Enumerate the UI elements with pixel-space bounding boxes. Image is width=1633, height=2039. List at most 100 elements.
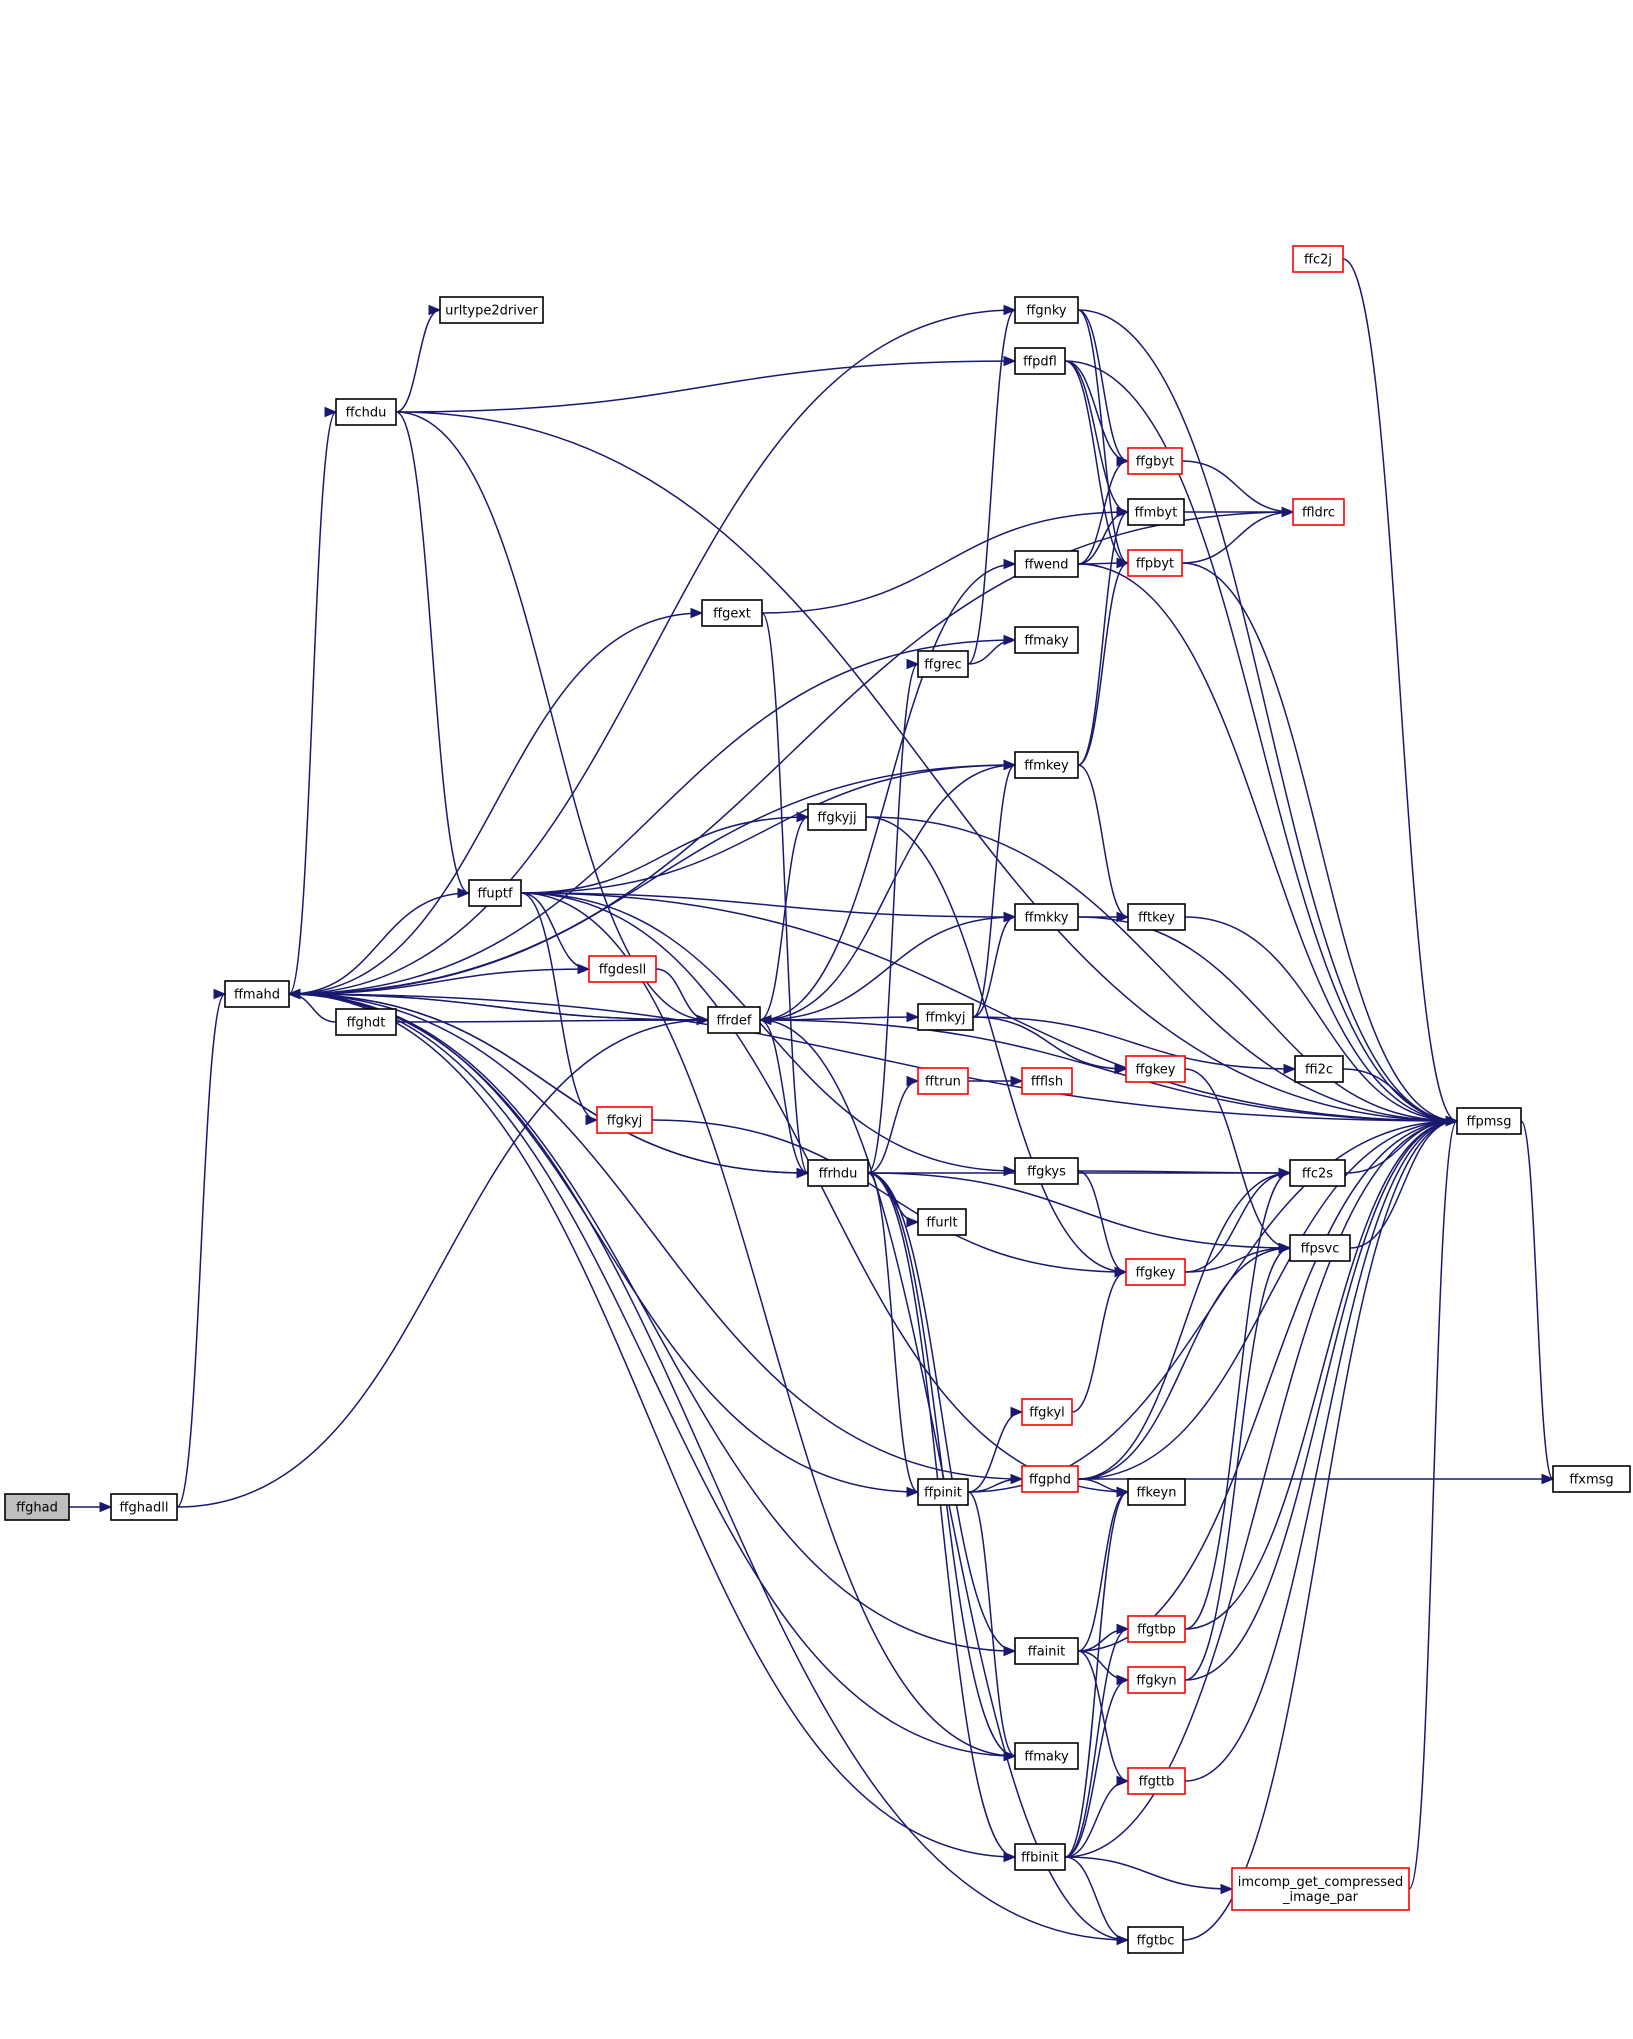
node-ffgtbp[interactable]: ffgtbp (1127, 1615, 1186, 1643)
node-box (1021, 1398, 1073, 1426)
node-label: ffgrec (924, 658, 961, 673)
arrowhead-icon (1003, 759, 1017, 771)
node-ffuptf[interactable]: ffuptf (468, 879, 522, 907)
node-label: ffmkey (1024, 759, 1069, 774)
node-ffpdfl[interactable]: ffpdfl (1014, 347, 1066, 375)
node-ffmaky_b[interactable]: ffmaky (1014, 1742, 1079, 1770)
node-ffgttb[interactable]: ffgttb (1127, 1767, 1186, 1795)
node-ffgkyj[interactable]: ffgkyj (596, 1106, 653, 1134)
edge-ffgphd-to-ffc2s (1077, 1167, 1292, 1480)
edge-ffgtbp-to-ffc2s (1184, 1167, 1292, 1630)
node-ffgnky[interactable]: ffgnky (1014, 296, 1079, 324)
arrowhead-icon (1541, 1473, 1555, 1485)
node-box (335, 1008, 397, 1036)
node-ffgtbc[interactable]: ffgtbc (1127, 1926, 1184, 1954)
node-ffgext[interactable]: ffgext (701, 599, 763, 627)
node-label: ffchdu (346, 406, 387, 421)
node-label: ffmaky (1024, 634, 1069, 649)
arrowhead-icon (1278, 1242, 1292, 1254)
arrowhead-icon (1003, 558, 1017, 570)
edge-ffmkyj-to-ffmkey (972, 759, 1017, 1018)
node-ffmbyt[interactable]: ffmbyt (1127, 498, 1185, 526)
node-ffi2c[interactable]: ffi2c (1294, 1055, 1344, 1083)
node-ffwend[interactable]: ffwend (1014, 550, 1079, 578)
edge-ffchdu-to-ffpdfl (395, 355, 1017, 413)
node-box (335, 398, 397, 426)
edge-ffuptf-to-ffgkyj (520, 892, 599, 1126)
edge-ffgtbc-to-ffmahd (287, 988, 1129, 1941)
node-box (1127, 1666, 1186, 1694)
edge-ffpbyt-to-ffldrc (1181, 506, 1295, 564)
node-ffchdu[interactable]: ffchdu (335, 398, 397, 426)
node-ffainit[interactable]: ffainit (1014, 1637, 1079, 1665)
edge-ffgkyl-to-ffgkey_b (1071, 1266, 1128, 1413)
node-ffc2j[interactable]: ffc2j (1292, 245, 1344, 273)
node-box (1552, 1465, 1631, 1493)
node-ffmahd[interactable]: ffmahd (224, 980, 290, 1008)
node-ffpsvc[interactable]: ffpsvc (1289, 1234, 1351, 1262)
node-ffghdt[interactable]: ffghdt (335, 1008, 397, 1036)
node-ffpbyt[interactable]: ffpbyt (1127, 549, 1183, 577)
node-ffxmsg[interactable]: ffxmsg (1552, 1465, 1631, 1493)
node-ffgkyn[interactable]: ffgkyn (1127, 1666, 1186, 1694)
edge-ffuptf-to-ffmahd (287, 892, 470, 1000)
node-urltype2driver[interactable]: urltype2driver (439, 296, 544, 324)
node-box (1125, 1258, 1186, 1286)
node-ffghadll[interactable]: ffghadll (110, 1493, 178, 1521)
node-ffgkey_a[interactable]: ffgkey (1125, 1055, 1186, 1083)
arrowhead-icon (1116, 455, 1130, 467)
node-label: ffwend (1024, 558, 1068, 573)
node-ffldrc[interactable]: ffldrc (1292, 498, 1345, 526)
node-ffkeyn[interactable]: ffkeyn (1127, 1478, 1186, 1506)
edge-ffgphd-to-ffmahd (287, 988, 1023, 1480)
node-ffpinit[interactable]: ffpinit (917, 1478, 969, 1506)
edge-ffainit-to-ffpmsg (1077, 1115, 1459, 1652)
node-ffgdesll[interactable]: ffgdesll (588, 955, 657, 983)
node-ffflsh[interactable]: ffflsh (1021, 1067, 1073, 1095)
node-ffgkey_b[interactable]: ffgkey (1125, 1258, 1186, 1286)
node-ffgphd[interactable]: ffgphd (1021, 1465, 1079, 1493)
node-ffmaky_a[interactable]: ffmaky (1014, 626, 1079, 654)
node-label: ffc2j (1304, 253, 1332, 268)
arrowhead-icon (99, 1501, 113, 1513)
node-imcomp[interactable]: imcomp_get_compressed_image_par (1231, 1867, 1410, 1911)
edge-ffmkey-to-fftkey (1077, 764, 1130, 923)
node-ffrhdu[interactable]: ffrhdu (807, 1159, 869, 1187)
edge-ffwend-to-ffpmsg (1077, 563, 1459, 1127)
node-label: ffgkyl (1029, 1406, 1065, 1421)
node-ffmkky[interactable]: ffmkky (1014, 903, 1079, 931)
arrowhead-icon (906, 1075, 920, 1087)
arrowhead-icon (1003, 355, 1017, 367)
node-ffghad[interactable]: ffghad (4, 1493, 70, 1521)
node-label: ffmkky (1025, 911, 1069, 926)
arrowhead-icon (585, 1114, 599, 1126)
node-box (1014, 1637, 1079, 1665)
node-fftrun[interactable]: fftrun (917, 1067, 969, 1095)
edge-ffbinit-to-ffgkyn (1064, 1674, 1130, 1858)
edge-ffmkyj-to-ffgkey_a (972, 1016, 1128, 1075)
arrowhead-icon (1283, 1063, 1297, 1075)
edge-ffrhdu-to-ffgrec (867, 658, 920, 1174)
node-box (1127, 903, 1186, 931)
node-ffurlt[interactable]: ffurlt (917, 1208, 967, 1236)
node-fftkey[interactable]: fftkey (1127, 903, 1186, 931)
node-box (707, 1006, 761, 1034)
node-ffgkys[interactable]: ffgkys (1014, 1157, 1079, 1185)
edge-ffpdfl-to-ffmbyt (1064, 360, 1130, 518)
node-ffbinit[interactable]: ffbinit (1014, 1843, 1066, 1871)
edge-ffchdu-to-ffuptf (395, 411, 471, 899)
node-ffmkyj[interactable]: ffmkyj (917, 1003, 974, 1031)
node-ffgkyl[interactable]: ffgkyl (1021, 1398, 1073, 1426)
node-ffpmsg[interactable]: ffpmsg (1456, 1107, 1522, 1135)
edge-ffpdfl-to-ffpbyt (1064, 360, 1130, 569)
node-ffrdef[interactable]: ffrdef (707, 1006, 761, 1034)
node-ffmkey[interactable]: ffmkey (1014, 751, 1079, 779)
node-label: ffbinit (1021, 1851, 1059, 1866)
node-ffgkyjj[interactable]: ffgkyjj (807, 803, 867, 831)
node-ffgrec[interactable]: ffgrec (917, 650, 969, 678)
edge-ffpmsg-to-ffxmsg (1520, 1120, 1555, 1485)
node-ffgbyt[interactable]: ffgbyt (1127, 447, 1183, 475)
arrowhead-icon (1114, 1266, 1128, 1278)
node-ffc2s[interactable]: ffc2s (1289, 1159, 1346, 1187)
node-box (1127, 1767, 1186, 1795)
